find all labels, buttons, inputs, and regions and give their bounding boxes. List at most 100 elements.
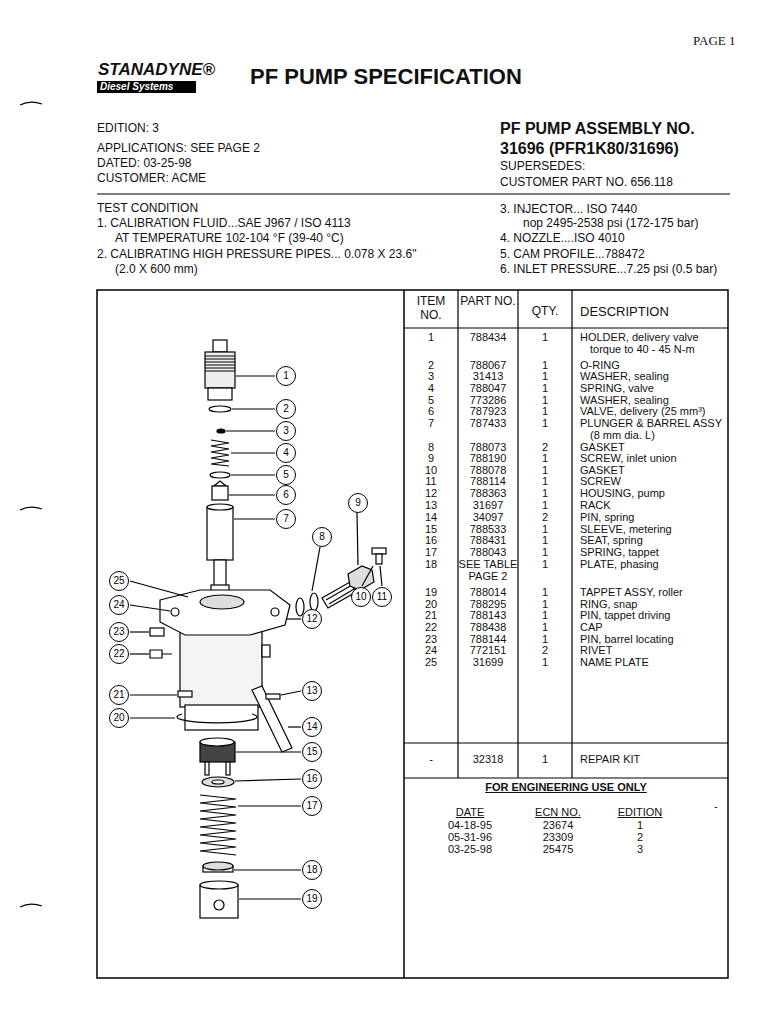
table-cell: DESCRIPTION [580, 305, 669, 320]
table-cell: 1 [518, 475, 572, 488]
callout-number: 20 [109, 708, 129, 728]
callout-number: 6 [276, 485, 296, 505]
table-cell: - [404, 753, 458, 766]
callout-number: 19 [302, 889, 322, 909]
drawing-stroke [177, 714, 257, 723]
callout-number: 8 [312, 527, 332, 547]
table-cell: 20 [404, 598, 458, 611]
table-cell: 1 [518, 464, 572, 477]
drawing-stroke [234, 518, 275, 519]
table-cell: 788067 [458, 359, 518, 372]
drawing-stroke [362, 566, 373, 586]
table-cell: 1 [518, 417, 572, 430]
callout-text: 13 [306, 686, 317, 696]
callout-text: 8 [319, 532, 325, 542]
drawing-stroke [234, 869, 301, 870]
header-text: 5. CAM PROFILE...788472 [500, 248, 645, 262]
header-text: (2.0 X 600 mm) [115, 263, 198, 277]
drawing-stroke [288, 726, 301, 727]
drawing-stroke [171, 608, 179, 616]
table-cell: 03-25-98 [440, 843, 500, 856]
drawing-stroke [517, 290, 518, 778]
table-cell: SPRING, tappet [580, 546, 659, 559]
drawing-stroke [213, 340, 227, 352]
drawing-stroke [231, 452, 275, 453]
table-cell: 23674 [533, 819, 583, 832]
drawing-stroke [380, 566, 382, 586]
table-cell: 1 [518, 382, 572, 395]
drawing-stroke [207, 504, 233, 510]
table-cell: 1 [518, 359, 572, 372]
table-cell: 1 [518, 370, 572, 383]
drawing-stroke [130, 694, 177, 695]
table-cell: torque to 40 - 45 N-m [590, 343, 695, 356]
table-cell: HOLDER, delivery valve [580, 331, 699, 344]
table-cell: 1 [404, 331, 458, 344]
table-cell: 1 [518, 586, 572, 599]
table-cell: 788438 [458, 621, 518, 634]
drawing-stroke [287, 618, 301, 619]
callout-number: 4 [276, 443, 296, 463]
table-cell: RIVET [580, 644, 612, 657]
table-cell: 1 [518, 394, 572, 407]
drawing-stroke [200, 881, 238, 889]
table-cell: RING, snap [580, 598, 637, 611]
page-frame [20, 81, 730, 978]
table-cell: PAGE 2 [458, 570, 518, 583]
drawing-stroke [312, 547, 320, 591]
table-cell: 1 [518, 331, 572, 344]
header-text: PF PUMP ASSEMBLY NO. [500, 120, 695, 138]
table-cell: WASHER, sealing [580, 394, 669, 407]
header-text: EDITION: 3 [97, 122, 159, 136]
callout-text: 1 [283, 371, 289, 381]
drawing-stroke [271, 608, 279, 616]
table-cell: 2 [518, 644, 572, 657]
table-cell: 9 [404, 452, 458, 465]
table-cell: SCREW [580, 475, 621, 488]
callout-text: 25 [113, 576, 124, 586]
callout-number: 13 [302, 681, 322, 701]
table-cell: 788043 [458, 546, 518, 559]
table-cell: 16 [404, 534, 458, 547]
drawing-stroke [211, 440, 229, 466]
drawing-stroke [203, 862, 233, 870]
drawing-stroke [210, 472, 230, 478]
callout-text: 20 [113, 713, 124, 723]
drawing-stroke [252, 686, 292, 752]
drawing-stroke [404, 777, 728, 778]
table-cell: 1 [518, 487, 572, 500]
table-cell: 04-18-95 [440, 819, 500, 832]
table-cell: 31413 [458, 370, 518, 383]
callout-number: 1 [276, 366, 296, 386]
header-text: AT TEMPERATURE 102-104 °F (39-40 °C) [115, 232, 344, 246]
table-cell: FOR ENGINEERING USE ONLY [404, 781, 728, 794]
table-cell: 788014 [458, 586, 518, 599]
drawing-stroke [231, 474, 275, 475]
table-cell: 788363 [458, 487, 518, 500]
callout-number: 3 [276, 421, 296, 441]
table-cell: PIN, spring [580, 511, 634, 524]
drawing-stroke [200, 795, 236, 855]
header-text: nop 2495-2538 psi (172-175 bar) [523, 217, 698, 231]
table-cell: 23309 [533, 831, 583, 844]
drawing-stroke [205, 352, 235, 388]
callout-number: 7 [276, 509, 296, 529]
table-cell: 2 [518, 441, 572, 454]
table-cell: GASKET [580, 464, 625, 477]
header-text: DATED: 03-25-98 [97, 157, 191, 171]
table-cell: 787923 [458, 405, 518, 418]
drawing-stroke [226, 430, 275, 431]
page-title: PF PUMP SPECIFICATION [250, 64, 522, 89]
table-cell: PLATE, phasing [580, 558, 659, 571]
drawing-stroke [130, 717, 175, 718]
table-cell: O-RING [580, 359, 620, 372]
callout-number: 15 [302, 742, 322, 762]
callout-text: 16 [306, 774, 317, 784]
table-cell: 788114 [458, 475, 518, 488]
table-cell: 11 [404, 475, 458, 488]
header-text: CUSTOMER: ACME [97, 172, 206, 186]
drawing-stroke [130, 605, 170, 611]
drawing-stroke [97, 290, 728, 978]
callout-number: 24 [109, 595, 129, 615]
drawing-stroke [262, 645, 270, 657]
